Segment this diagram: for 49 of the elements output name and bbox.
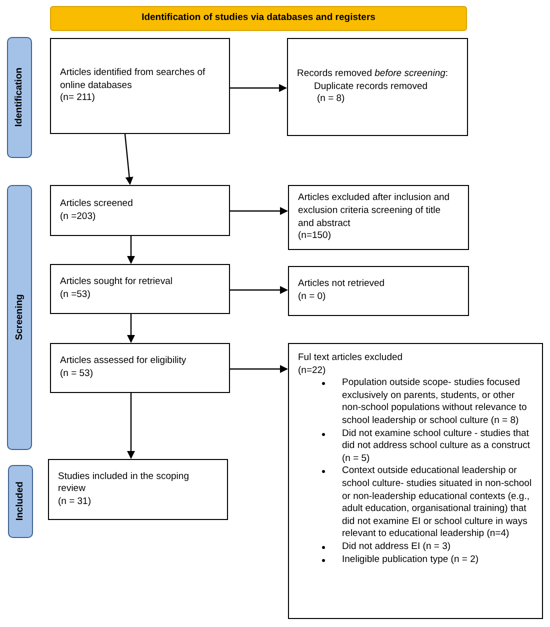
box-text: (n= 211) (60, 92, 96, 105)
arrow (124, 134, 134, 185)
box-text: Articles excluded after inclusion and exclusion criteria screening of title and abstract (298, 192, 451, 230)
box-text: Articles identified from searches of online databases (60, 67, 206, 92)
box-text: Studies included in the scoping review (58, 470, 190, 496)
arrow (127, 393, 135, 459)
box-text: (n = 53) (60, 368, 94, 381)
process-box (48, 459, 228, 520)
box-text: Articles screened (60, 198, 134, 210)
process-box (50, 185, 230, 236)
header-banner (50, 6, 467, 31)
stage-band (7, 185, 32, 450)
box-text: (n=22) (298, 364, 327, 378)
arrow (127, 314, 135, 343)
bullet-text: Ineligible publication type (n = 2) (342, 554, 479, 566)
stage-label: Screening (12, 294, 26, 340)
arrow (230, 84, 287, 92)
stage-band (7, 37, 32, 158)
arrow (230, 365, 288, 373)
arrow (127, 236, 135, 264)
stage-label: Included (13, 482, 26, 522)
box-text: Articles assessed for eligibility (60, 355, 188, 368)
stage-band (8, 465, 33, 538)
header-title: Identification of studies via databases and registers (142, 11, 376, 26)
box-text: (n = 31) (58, 496, 92, 508)
box-text: (n=150) (298, 230, 332, 243)
box-text: Articles not retrieved (298, 278, 386, 291)
process-box (288, 266, 469, 316)
arrow (230, 207, 288, 215)
box-text: (n =53) (60, 289, 92, 302)
process-box (50, 264, 230, 314)
arrow (230, 286, 288, 294)
box-text: (n = 8) (316, 93, 346, 106)
box-text: (n =203) (60, 210, 97, 224)
bullet-text: Did not examine school culture - studies that did not address school culture as a construct (n = 5) (342, 428, 531, 466)
box-text: Ful text articles excluded (298, 352, 404, 365)
box-text: (n = 0) (298, 291, 327, 304)
bullet-text: Did not address EI (n = 3) (342, 540, 451, 554)
process-box (50, 343, 230, 393)
bullet-text: Context outside educational leadership or school culture- studies situated in non-school or non-leadership educational contexts (e.g., adult education, organisational training) that did not examine EI or school culture in ways relevant to educational leadership (n=4) (342, 465, 533, 541)
process-box (288, 343, 543, 619)
process-box (288, 185, 469, 250)
process-box (287, 38, 468, 136)
box-text: Records removed before screening: (297, 68, 450, 81)
box-text: Articles sought for retrieval (60, 276, 174, 289)
stage-label: Identification (12, 68, 26, 128)
bullet-text: Population outside scope- studies focused exclusively on parents, students, or other non-school populations without relevance to school leadership or school culture (n = 8) (342, 377, 528, 428)
box-text: Duplicate records removed (313, 80, 429, 94)
process-box (50, 38, 230, 134)
